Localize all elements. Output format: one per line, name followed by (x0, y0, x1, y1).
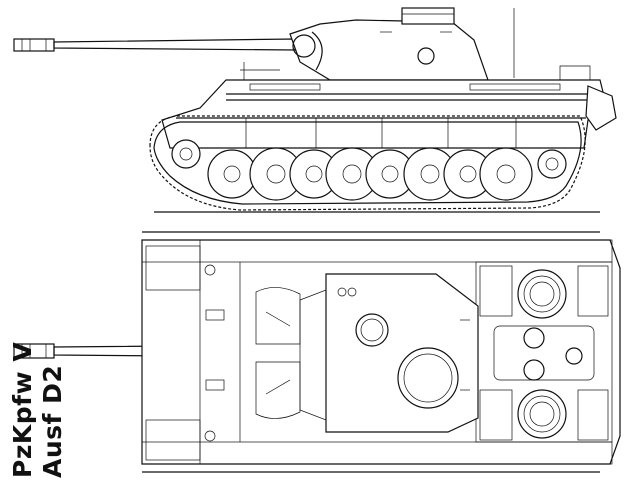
side-road-wheels (171, 139, 567, 201)
side-track (149, 115, 600, 213)
caption-variant: Ausf D2 (38, 364, 67, 478)
caption-model: PzKpfw V (8, 341, 37, 478)
side-view (13, 7, 617, 213)
top-turret (299, 273, 479, 433)
side-hull (161, 62, 617, 149)
top-front-hatches (255, 287, 301, 419)
side-gun-barrel (13, 38, 296, 52)
top-view (13, 231, 621, 473)
top-engine-deck (475, 261, 613, 443)
side-turret (289, 7, 489, 81)
